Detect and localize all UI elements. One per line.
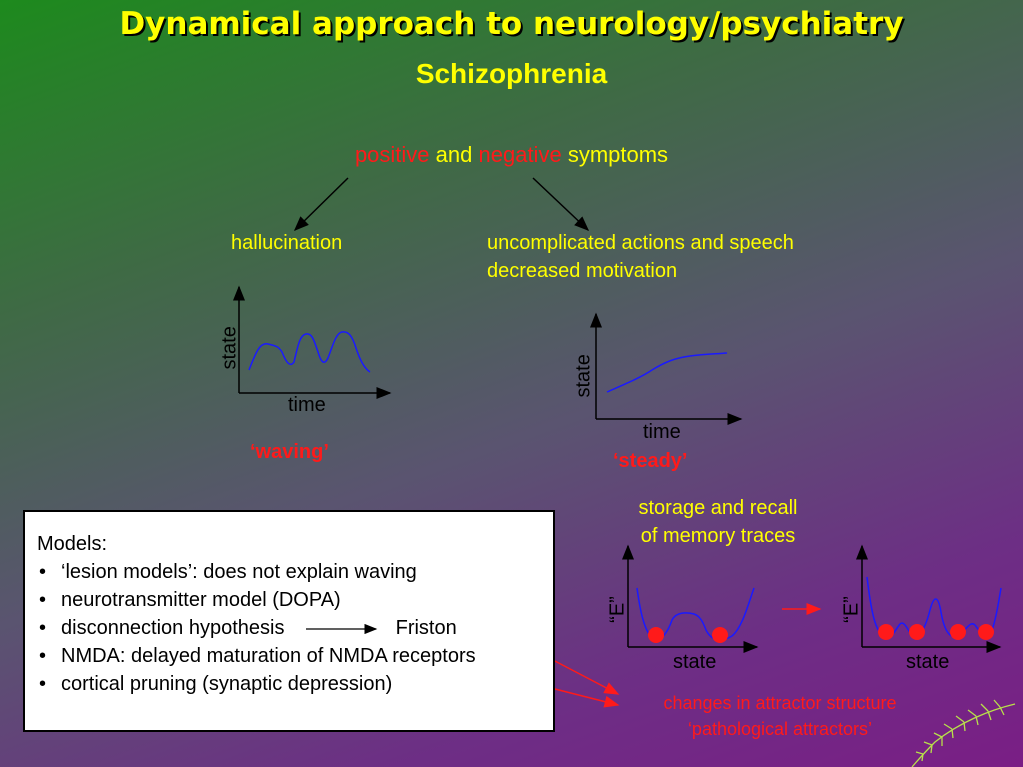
friston-arrow	[306, 623, 378, 634]
pruning-pointer-arrow	[550, 687, 620, 708]
negative-word: negative	[478, 142, 562, 167]
steady-xlabel: time	[643, 421, 681, 443]
models-item-disconnection: disconnection hypothesis Friston	[37, 614, 553, 642]
attractor-dot	[648, 627, 664, 643]
waving-ylabel: state	[218, 326, 241, 370]
fern-icon	[911, 699, 1016, 767]
arrow-to-hallucination	[293, 177, 349, 232]
waving-caption: ‘waving’	[250, 441, 329, 463]
waving-xlabel: time	[288, 394, 326, 416]
energy-plot-normal	[622, 544, 759, 653]
attractor-dot	[712, 627, 728, 643]
attractor-dot	[909, 624, 925, 640]
energy-ylabel-1: “E”	[606, 596, 629, 623]
steady-plot	[590, 312, 743, 425]
waving-plot	[233, 285, 392, 399]
attractor-dot	[878, 624, 894, 640]
attractor-dot	[978, 624, 994, 640]
steady-caption: ‘steady’	[613, 450, 688, 472]
steady-ylabel: state	[572, 354, 595, 398]
steady-curve	[606, 352, 728, 393]
slide-title: Dynamical approach to neurology/psychiat…	[119, 6, 904, 42]
models-item: NMDA: delayed maturation of NMDA recepto…	[37, 642, 553, 670]
energy-xlabel-2: state	[906, 651, 950, 673]
models-box: Models: ‘lesion models’: does not explai…	[23, 510, 555, 732]
models-list: ‘lesion models’: does not explain waving…	[37, 558, 553, 698]
hallucination-label: hallucination	[231, 232, 343, 254]
models-item: neurotransmitter model (DOPA)	[37, 586, 553, 614]
negative-symptoms-line1: uncomplicated actions and speech	[487, 232, 794, 254]
energy-plot-pathological	[856, 544, 1002, 653]
attractor-label: changes in attractor structure ‘patholog…	[620, 690, 940, 742]
energy-xlabel-1: state	[673, 651, 717, 673]
symptoms-word: symptoms	[567, 142, 669, 167]
energy-ylabel-2: “E”	[840, 596, 863, 623]
models-item: ‘lesion models’: does not explain waving	[37, 558, 553, 586]
memory-line1: storage and recall	[638, 497, 798, 519]
attractor-line1: changes in attractor structure	[663, 693, 897, 713]
negative-symptoms-line2: decreased motivation	[487, 260, 678, 282]
and-word: and	[435, 142, 473, 167]
attractor-line2: ‘pathological attractors’	[687, 719, 873, 739]
models-item-text: disconnection hypothesis	[61, 617, 285, 639]
models-heading: Models:	[37, 533, 108, 555]
memory-label: storage and recall of memory traces	[598, 494, 838, 550]
models-item: cortical pruning (synaptic depression)	[37, 670, 553, 698]
memory-line2: of memory traces	[640, 525, 796, 547]
slide-subtitle: Schizophrenia	[415, 58, 608, 89]
arrow-to-negative	[532, 177, 590, 232]
symptoms-heading: positive and negative symptoms	[0, 142, 1023, 168]
positive-word: positive	[354, 142, 430, 167]
attractor-dot	[950, 624, 966, 640]
nmda-pointer-arrow	[550, 658, 620, 695]
friston-label: Friston	[395, 617, 457, 639]
waving-curve	[248, 331, 371, 373]
